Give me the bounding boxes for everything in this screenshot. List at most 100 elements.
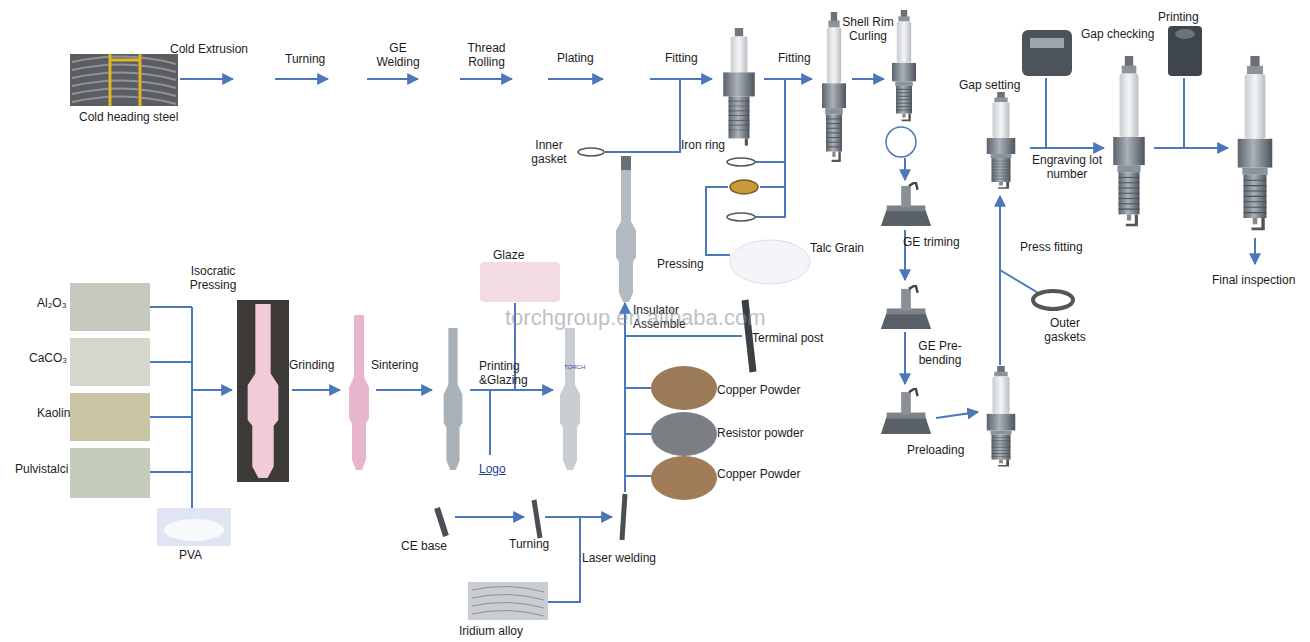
- flow-arrow: [548, 78, 603, 80]
- feed-line: [706, 187, 730, 255]
- ce-base: [437, 508, 446, 536]
- printing-head: [1168, 26, 1202, 76]
- spark-plug: [892, 10, 916, 120]
- coil-photo: [70, 54, 178, 106]
- steel-coil: [70, 54, 178, 106]
- feed-line: [150, 361, 192, 363]
- flow-arrow: [624, 303, 626, 492]
- step-label: Thread Rolling: [464, 41, 509, 69]
- step-label: GE Pre-bending: [915, 339, 965, 367]
- material-label: Resistor powder: [717, 426, 804, 440]
- coil-wire: [72, 56, 176, 104]
- flow-arrow: [275, 78, 328, 80]
- powder-sample: [70, 283, 150, 331]
- feed-line: [755, 161, 785, 163]
- step-label: Turning: [285, 52, 325, 66]
- logo-label: Logo: [479, 462, 506, 476]
- flow-arrow: [367, 78, 418, 80]
- material-label: Al₂O₃: [37, 296, 67, 310]
- sintered-insulator: [444, 328, 463, 470]
- step-label: Preloading: [907, 443, 964, 457]
- flow-arrow: [192, 389, 232, 391]
- printer-cap: [1175, 29, 1195, 39]
- material-label: Copper Powder: [717, 467, 800, 481]
- powder-sample: [70, 448, 150, 498]
- step-label: GE triming: [903, 235, 960, 249]
- flow-arrow: [455, 516, 524, 518]
- material-label: Glaze: [493, 248, 524, 262]
- ce-welded: [622, 494, 625, 540]
- part-label: Inner gasket: [528, 138, 570, 166]
- detail-circle: [886, 127, 916, 157]
- printer-body: [1168, 26, 1202, 76]
- feed-line: [755, 79, 785, 217]
- material-label: Iridium alloy: [459, 624, 523, 638]
- feed-line: [605, 79, 680, 152]
- flow-arrow: [904, 332, 906, 384]
- gap-gauge: [1022, 30, 1072, 76]
- feed-line: [150, 416, 192, 418]
- feed-line: [625, 387, 652, 389]
- material-label: Talc Grain: [810, 241, 864, 255]
- iridium-photo: [468, 582, 548, 620]
- electrode-fixture: [881, 388, 931, 434]
- feed-line: [191, 307, 193, 510]
- step-label: Sintering: [371, 358, 418, 372]
- flow-arrow: [999, 196, 1001, 365]
- inner-gasket: [578, 148, 604, 156]
- talc-grain: [730, 240, 810, 284]
- step-label: Grinding: [289, 358, 334, 372]
- step-label: Fitting: [665, 51, 698, 65]
- brass-ring: [730, 180, 758, 194]
- electrode-fixture: [881, 285, 931, 329]
- flow-arrow: [1030, 147, 1104, 149]
- flow-arrow: [764, 78, 812, 80]
- pressed-blank-photo: [237, 300, 289, 482]
- feed-line: [626, 151, 680, 153]
- terminal-top: [621, 156, 631, 170]
- material-label: CaCO₃: [29, 351, 67, 365]
- part-label: Outer gaskets: [1040, 316, 1090, 344]
- watermark: torchgroup.en.alibaba.com: [505, 306, 766, 330]
- gauge-face: [1030, 38, 1064, 48]
- outer-gasket: [1033, 291, 1073, 309]
- powder-sample: [70, 393, 150, 441]
- step-label: Printing: [1158, 10, 1199, 24]
- step-label: Turning: [509, 537, 549, 551]
- flow-arrow: [376, 389, 432, 391]
- iridium-coil: [472, 586, 544, 616]
- feed-line: [1000, 270, 1040, 294]
- flow-arrow: [460, 78, 512, 80]
- step-label: Cold Extrusion: [170, 42, 248, 56]
- step-label: Laser welding: [582, 551, 656, 565]
- flow-arrow: [904, 158, 906, 180]
- iron-ring: [727, 158, 755, 166]
- feed-line: [1183, 78, 1185, 148]
- part-label: Terminal post: [752, 331, 823, 345]
- step-label: Printing &Glazing: [479, 359, 535, 387]
- material-label: Kaolin: [37, 406, 70, 420]
- feed-line: [548, 517, 580, 602]
- gauge-body: [1022, 30, 1072, 76]
- flow-arrow: [180, 78, 233, 80]
- feed-line: [625, 433, 652, 435]
- flow-arrow: [292, 389, 340, 391]
- spark-plug: [987, 366, 1016, 466]
- insulator-assembly: [616, 168, 636, 302]
- iron-ring: [727, 213, 755, 221]
- resistor-powder: [651, 412, 717, 456]
- step-label: Shell Rim Curling: [840, 15, 896, 43]
- feed-line: [150, 471, 192, 473]
- pva-grains: [164, 519, 224, 541]
- pva-sample: [157, 508, 231, 546]
- step-label: Press fitting: [1020, 240, 1083, 254]
- flow-arrow: [852, 78, 884, 80]
- material-label: Cold heading steel: [79, 110, 178, 124]
- glaze-sample: [480, 262, 560, 302]
- iridium-wire: [468, 582, 548, 620]
- material-label: Pulvistalci: [15, 462, 68, 476]
- flow-arrow: [545, 516, 612, 518]
- flow-arrows: [150, 78, 1255, 602]
